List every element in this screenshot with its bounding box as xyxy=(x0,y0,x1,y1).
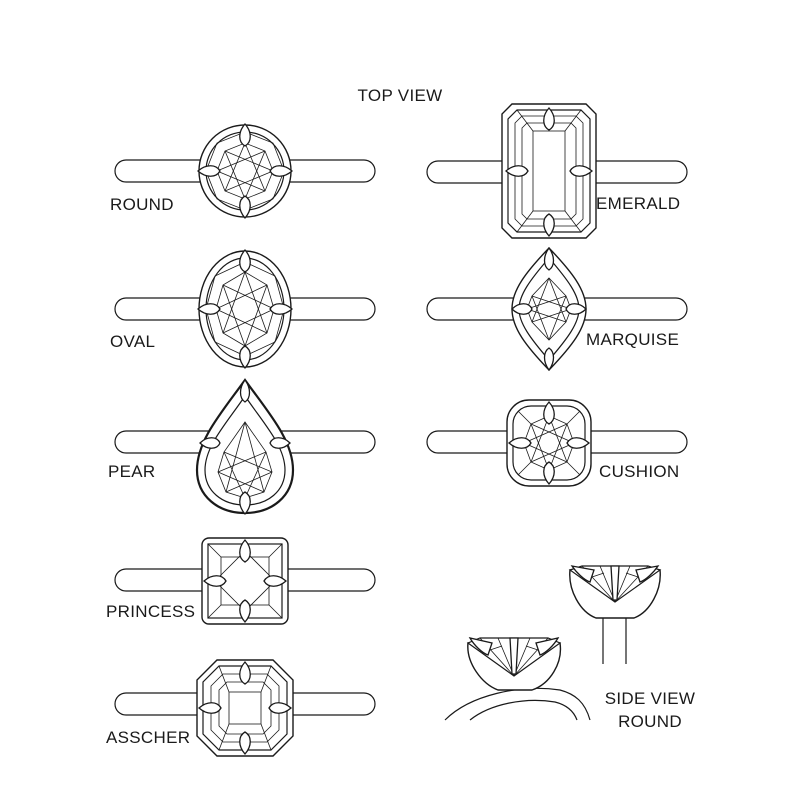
label-marquise: MARQUISE xyxy=(586,330,679,349)
ring-asscher xyxy=(114,659,376,757)
ring-pear xyxy=(114,378,376,515)
ring-princess xyxy=(114,537,376,625)
label-asscher: ASSCHER xyxy=(106,728,190,747)
ring-marquise xyxy=(426,246,688,372)
label-side-view: SIDE VIEW xyxy=(605,689,696,708)
side-view-angled xyxy=(444,637,591,721)
side-view-upright xyxy=(568,565,662,664)
ring-emerald xyxy=(426,103,688,239)
label-side-view-round: ROUND xyxy=(618,712,682,731)
label-round: ROUND xyxy=(110,195,174,214)
label-pear: PEAR xyxy=(108,462,156,481)
ring-oval xyxy=(114,249,376,369)
label-oval: OVAL xyxy=(110,332,155,351)
label-princess: PRINCESS xyxy=(106,602,195,621)
page-title: TOP VIEW xyxy=(358,86,443,105)
ring-cushion xyxy=(426,399,688,487)
label-emerald: EMERALD xyxy=(596,194,680,213)
label-cushion: CUSHION xyxy=(599,462,680,481)
ring-round xyxy=(114,123,376,219)
